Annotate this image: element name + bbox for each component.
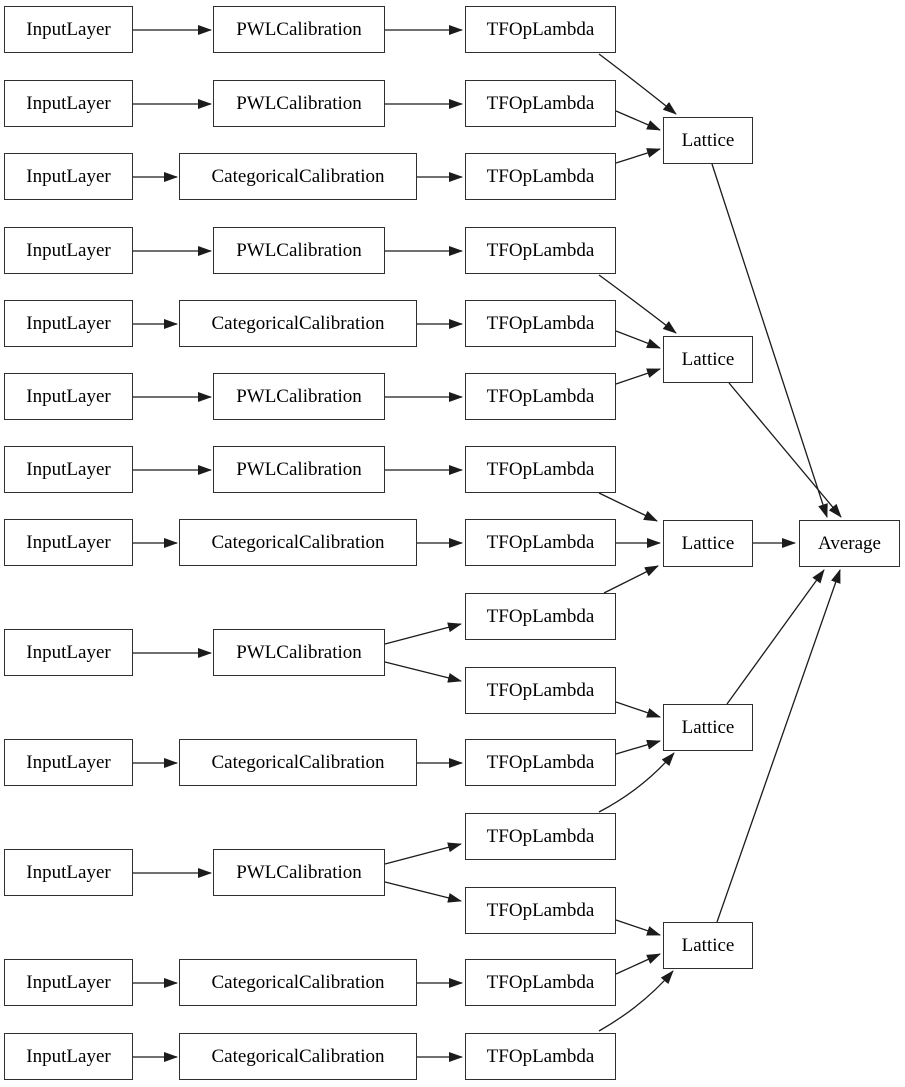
node-pwl-r10: PWLCalibration [213, 629, 385, 676]
node-input-r16: InputLayer [4, 959, 133, 1006]
node-tfop-r1: TFOpLambda [465, 6, 616, 53]
node-input-r12: InputLayer [4, 739, 133, 786]
node-input-r7: InputLayer [4, 446, 133, 493]
node-input-r17: InputLayer [4, 1033, 133, 1080]
edge-tfop-r13-to-lattice-4 [598, 752, 675, 813]
edge-tfop-r16-to-lattice-5 [615, 953, 661, 975]
edge-tfop-r4-to-lattice-2 [598, 274, 677, 334]
node-pwl-r1: PWLCalibration [213, 6, 385, 53]
edge-pwl-r14-to-tfop-r15 [384, 881, 462, 903]
edge-tfop-r15-to-lattice-5 [615, 919, 661, 936]
edge-tfop-r9-to-lattice-3 [603, 565, 659, 594]
node-tfop-r7: TFOpLambda [465, 446, 616, 493]
node-average: Average [799, 520, 900, 567]
node-input-r8: InputLayer [4, 519, 133, 566]
edge-lattice-2-to-average [728, 382, 842, 518]
node-pwl-r14: PWLCalibration [213, 849, 385, 896]
node-input-r6: InputLayer [4, 373, 133, 420]
node-tfop-r8: TFOpLambda [465, 519, 616, 566]
node-input-r2: InputLayer [4, 80, 133, 127]
node-input-r4: InputLayer [4, 227, 133, 274]
edge-tfop-r3-to-lattice-1 [615, 148, 661, 164]
node-pwl-r4: PWLCalibration [213, 227, 385, 274]
node-tfop-r15: TFOpLambda [465, 887, 616, 934]
edge-tfop-r2-to-lattice-1 [615, 110, 661, 131]
edge-tfop-r12-to-lattice-4 [615, 739, 661, 755]
edge-tfop-r5-to-lattice-2 [615, 330, 661, 349]
node-tfop-r16: TFOpLambda [465, 959, 616, 1006]
node-cat-r5: CategoricalCalibration [179, 300, 417, 347]
node-cat-r8: CategoricalCalibration [179, 519, 417, 566]
node-lattice-5: Lattice [663, 922, 753, 969]
node-tfop-r11: TFOpLambda [465, 667, 616, 714]
node-tfop-r13: TFOpLambda [465, 813, 616, 860]
edge-pwl-r14-to-tfop-r13 [384, 842, 462, 865]
node-cat-r12: CategoricalCalibration [179, 739, 417, 786]
node-pwl-r7: PWLCalibration [213, 446, 385, 493]
node-tfop-r17: TFOpLambda [465, 1033, 616, 1080]
node-lattice-2: Lattice [663, 336, 753, 383]
node-lattice-4: Lattice [663, 704, 753, 751]
node-pwl-r6: PWLCalibration [213, 373, 385, 420]
node-input-r14: InputLayer [4, 849, 133, 896]
node-tfop-r4: TFOpLambda [465, 227, 616, 274]
edge-lattice-4-to-average [726, 569, 825, 705]
edge-pwl-r10-to-tfop-r9 [384, 622, 462, 645]
node-input-r1: InputLayer [4, 6, 133, 53]
edge-lattice-5-to-average [716, 569, 841, 923]
node-cat-r17: CategoricalCalibration [179, 1033, 417, 1080]
node-tfop-r9: TFOpLambda [465, 593, 616, 640]
node-input-r3: InputLayer [4, 153, 133, 200]
node-tfop-r2: TFOpLambda [465, 80, 616, 127]
node-cat-r3: CategoricalCalibration [179, 153, 417, 200]
edges-group [133, 25, 842, 1062]
node-lattice-1: Lattice [663, 117, 753, 164]
edge-pwl-r10-to-tfop-r11 [384, 661, 462, 683]
edge-tfop-r11-to-lattice-4 [615, 701, 661, 718]
node-pwl-r2: PWLCalibration [213, 80, 385, 127]
edge-tfop-r6-to-lattice-2 [615, 368, 661, 385]
node-cat-r16: CategoricalCalibration [179, 959, 417, 1006]
edge-tfop-r17-to-lattice-5 [598, 970, 674, 1032]
node-lattice-3: Lattice [663, 520, 753, 567]
node-tfop-r6: TFOpLambda [465, 373, 616, 420]
edge-tfop-r1-to-lattice-1 [598, 53, 677, 115]
node-input-r10: InputLayer [4, 629, 133, 676]
edge-tfop-r7-to-lattice-3 [598, 492, 658, 522]
node-input-r5: InputLayer [4, 300, 133, 347]
node-tfop-r12: TFOpLambda [465, 739, 616, 786]
node-tfop-r3: TFOpLambda [465, 153, 616, 200]
edge-lattice-1-to-average [711, 163, 828, 518]
node-tfop-r5: TFOpLambda [465, 300, 616, 347]
